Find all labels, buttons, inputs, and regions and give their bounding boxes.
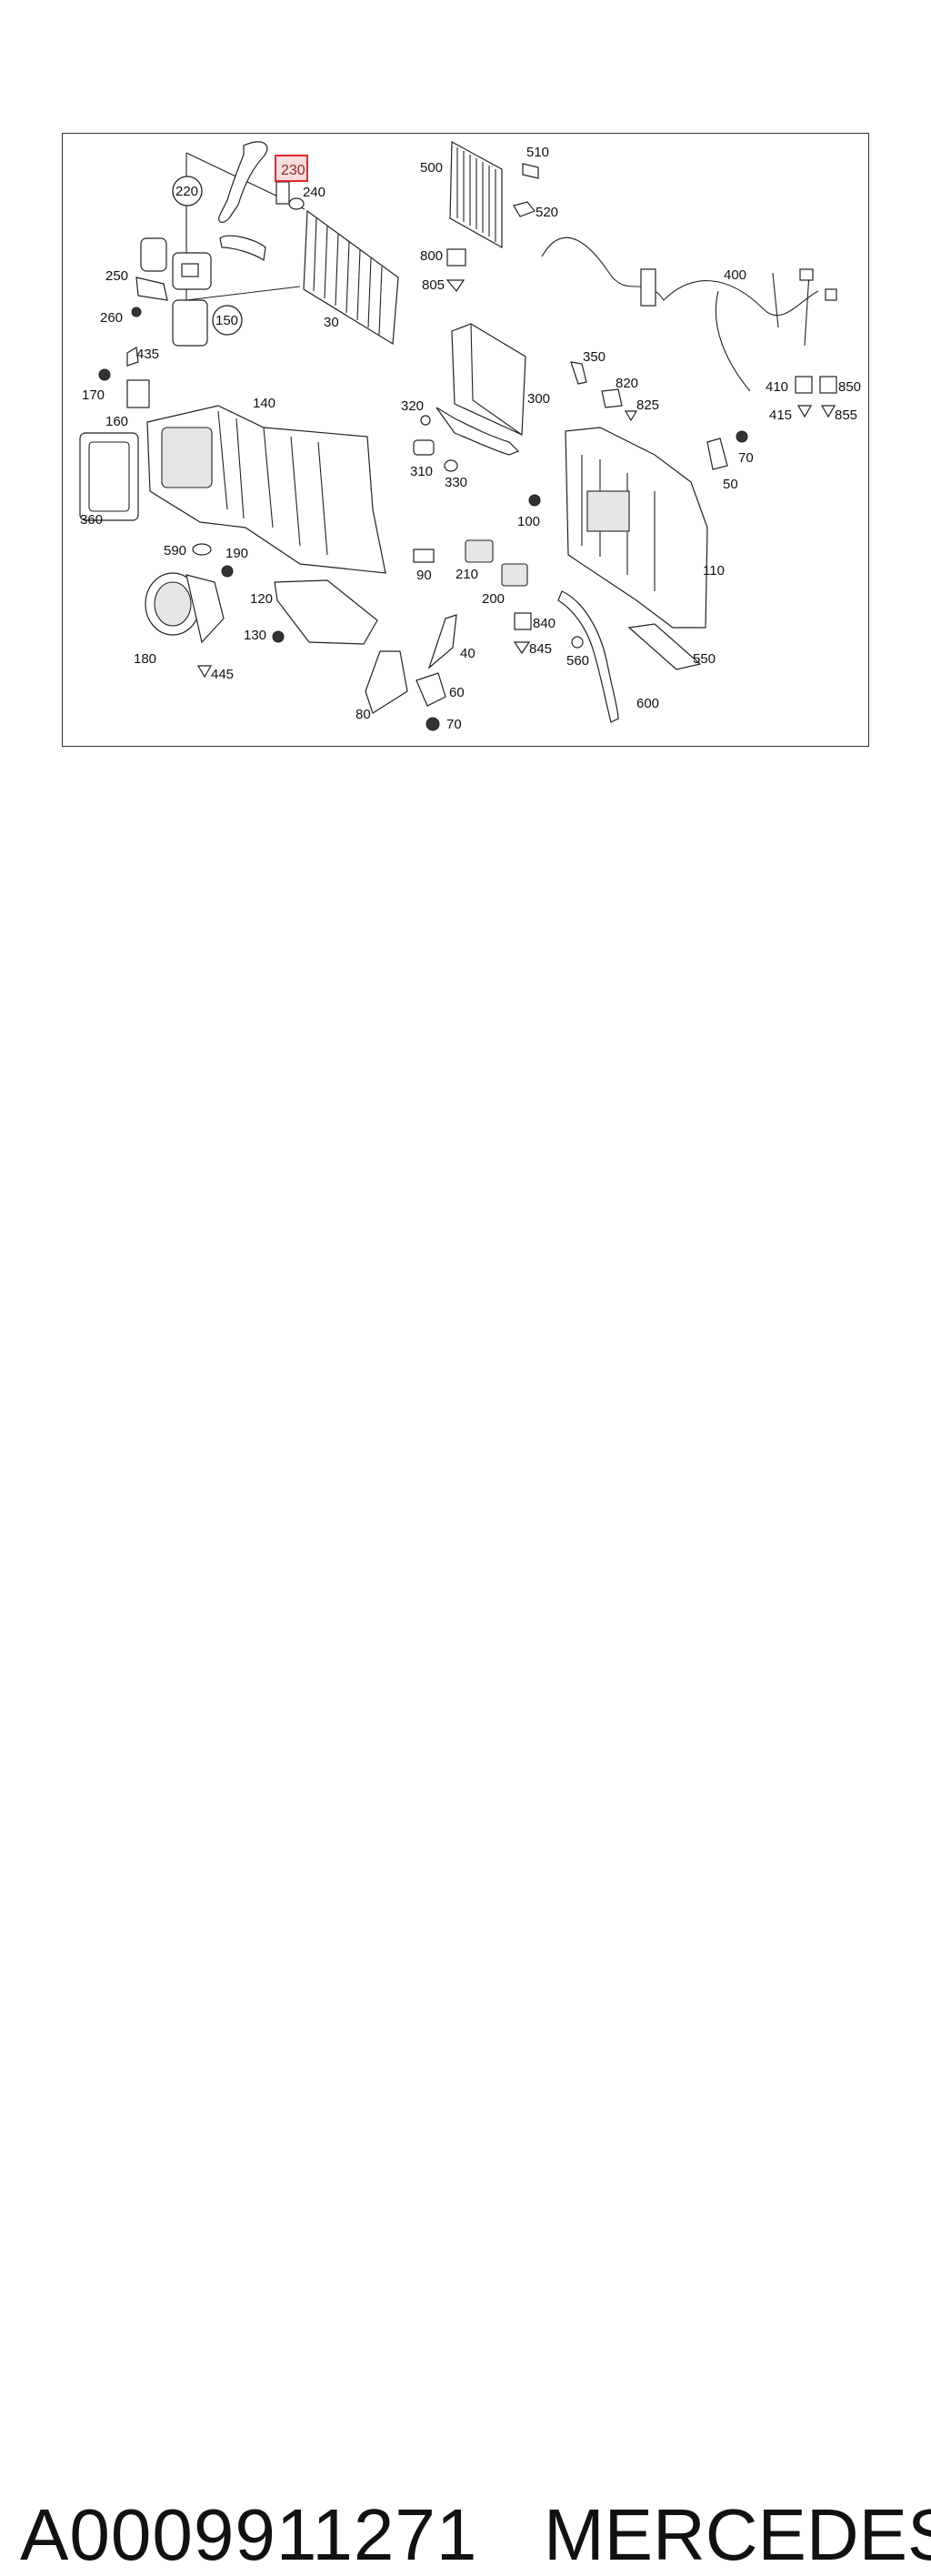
label-150: 150 [215,313,238,328]
label-30: 30 [324,315,339,330]
label-330: 330 [445,475,467,490]
label-80: 80 [355,707,371,722]
label-845: 845 [529,641,552,657]
label-510: 510 [526,145,549,160]
label-70-top: 70 [738,450,754,466]
label-170: 170 [82,387,105,403]
highlight-box-230 [275,155,308,182]
label-850: 850 [838,379,861,395]
seal-pads [131,237,212,347]
label-260: 260 [100,310,123,326]
part-number: A0009911271 [20,2494,478,2575]
parts-diagram: 220 230 240 250 260 150 30 500 510 520 8… [79,141,861,732]
evaporator-core [413,323,638,472]
label-800: 800 [420,248,443,264]
label-60: 60 [449,685,465,700]
label-840: 840 [533,616,556,631]
label-350: 350 [583,349,606,365]
lower-housing-parts [272,579,457,731]
label-310: 310 [410,464,433,479]
label-410: 410 [766,379,788,395]
label-415: 415 [769,408,792,423]
label-230: 230 [281,163,305,178]
label-320: 320 [401,398,424,414]
label-190: 190 [225,546,248,561]
label-100: 100 [517,514,540,529]
label-50: 50 [723,477,738,492]
label-445: 445 [211,667,234,682]
label-300: 300 [527,391,550,407]
label-400: 400 [724,267,746,283]
label-590: 590 [164,543,186,558]
label-825: 825 [636,397,659,413]
blower-motor [145,572,225,679]
resistors [413,494,584,655]
label-210: 210 [455,567,478,582]
caption: A0009911271 MERCEDES [0,1246,931,2575]
label-90: 90 [416,568,432,583]
label-70-bottom: 70 [446,717,462,732]
label-40: 40 [460,646,476,661]
wiring-harness [541,236,837,418]
label-500: 500 [420,160,443,176]
label-180: 180 [134,651,156,667]
label-600: 600 [636,696,659,711]
evaporator-radiator [445,141,539,293]
label-250: 250 [105,268,128,284]
label-560: 560 [566,653,589,669]
label-200: 200 [482,591,505,607]
label-805: 805 [422,277,445,293]
label-120: 120 [250,591,273,607]
label-550: 550 [693,651,716,667]
label-130: 130 [244,628,266,643]
hose-assembly [185,141,305,301]
label-140: 140 [253,396,275,411]
heater-housing-right [557,427,748,723]
label-820: 820 [616,376,638,391]
label-855: 855 [835,408,857,423]
part-labels: 220 230 240 250 260 150 30 500 510 520 8… [80,145,861,732]
label-160: 160 [105,414,128,429]
actuator-small [98,347,150,408]
heater-core [303,209,399,346]
label-110: 110 [703,563,725,579]
callout-circles [172,176,243,336]
filter-frame [79,432,139,521]
brand-name: MERCEDES [544,2494,931,2575]
label-220: 220 [175,184,198,199]
label-240: 240 [303,185,325,200]
label-360: 360 [80,512,103,528]
heater-housing-left [146,405,386,578]
label-435: 435 [136,347,159,362]
label-520: 520 [536,205,558,220]
